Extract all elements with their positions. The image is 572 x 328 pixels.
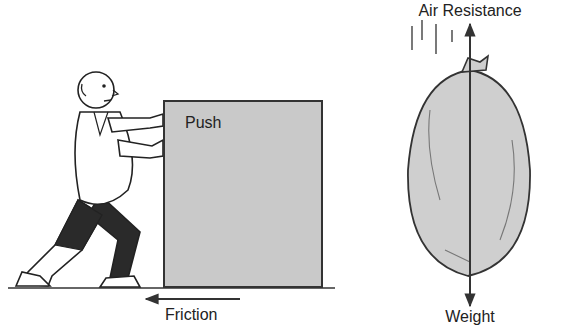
friction-arrow (146, 298, 240, 300)
bag-knot (462, 56, 488, 72)
bag-shading (429, 110, 515, 262)
air-resistance-arrow (469, 24, 471, 170)
upper-arm (108, 114, 163, 132)
collar (94, 112, 108, 135)
back-shoe (16, 272, 50, 286)
motion-lines (412, 20, 452, 54)
nose (112, 90, 118, 96)
lower-arm (118, 140, 163, 158)
ear (82, 84, 87, 96)
force-label: Push (185, 114, 221, 132)
trousers (55, 200, 102, 250)
head (78, 72, 114, 108)
back-leg (22, 200, 102, 286)
front-shoe (100, 276, 140, 287)
eye (102, 84, 106, 88)
force-label: Air Resistance (410, 2, 530, 20)
pushed-box: Push (163, 100, 323, 288)
weight-arrow (469, 170, 471, 306)
mouth (104, 100, 111, 101)
force-label: Friction (165, 306, 245, 324)
falling-bag (408, 70, 530, 276)
force-label: Weight (420, 308, 520, 326)
front-leg (88, 195, 140, 278)
